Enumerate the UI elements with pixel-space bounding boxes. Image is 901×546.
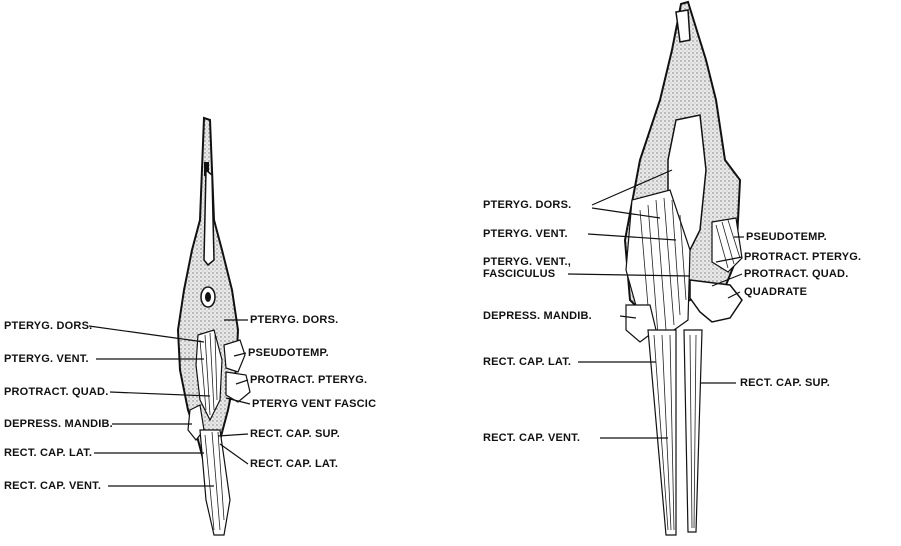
label-right-rect-cap-lat: RECT. CAP. LAT. [483, 356, 571, 368]
label-right-pseudotemp: PSEUDOTEMP. [746, 231, 827, 243]
label-left-pseudotemp: PSEUDOTEMP. [248, 347, 329, 359]
label-right-pteryg-dors: PTERYG. DORS. [483, 199, 571, 211]
label-right-protract-quad: PROTRACT. QUAD. [744, 268, 848, 280]
label-left-pteryg-vent-fascic: PTERYG VENT FASCIC [252, 398, 376, 410]
label-left-protract-pteryg: PROTRACT. PTERYG. [250, 374, 367, 386]
label-left-pteryg-vent: PTERYG. VENT. [4, 353, 89, 365]
label-right-pteryg-vent-fasciculus: PTERYG. VENT., FASCICULUS [483, 256, 571, 280]
label-left-pteryg-dors-left: PTERYG. DORS. [4, 320, 92, 332]
label-right-pteryg-vent: PTERYG. VENT. [483, 228, 568, 240]
left-head-protractor [226, 372, 250, 402]
left-head-drawing [178, 118, 250, 535]
label-left-rect-cap-lat-right: RECT. CAP. LAT. [250, 458, 338, 470]
label-right-rect-cap-sup: RECT. CAP. SUP. [740, 377, 830, 389]
label-left-rect-cap-sup: RECT. CAP. SUP. [250, 428, 340, 440]
left-head-rectus [200, 430, 230, 535]
label-left-rect-cap-lat-left: RECT. CAP. LAT. [4, 447, 92, 459]
label-left-rect-cap-vent: RECT. CAP. VENT. [4, 480, 101, 492]
label-right-depress-mandib: DEPRESS. MANDIB. [483, 310, 592, 322]
right-head-drawing [625, 2, 742, 535]
label-right-rect-cap-vent: RECT. CAP. VENT. [483, 432, 580, 444]
label-left-protract-quad: PROTRACT. QUAD. [4, 386, 108, 398]
right-head-quadrate [690, 280, 742, 322]
left-head-maxilla [204, 170, 214, 265]
label-left-pteryg-dors-right: PTERYG. DORS. [250, 314, 338, 326]
right-head-rectus-sup [684, 330, 702, 532]
label-right-protract-pteryg: PROTRACT. PTERYG. [744, 251, 861, 263]
left-head-eye-inner [205, 292, 211, 302]
label-left-depress-mandib: DEPRESS. MANDIB. [4, 418, 113, 430]
label-right-quadrate: QUADRATE [744, 286, 807, 298]
